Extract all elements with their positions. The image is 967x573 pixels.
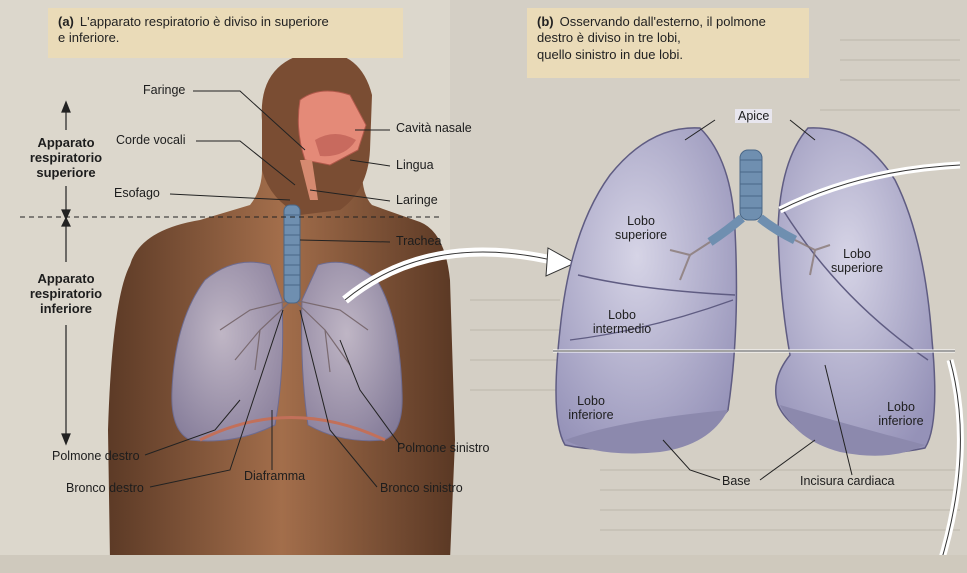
label-faringe: Faringe xyxy=(143,83,185,97)
label-lobo-intermedio: Lobo intermedio xyxy=(584,308,660,337)
panel-b-caption: (b)Osservando dall'esterno, il polmone d… xyxy=(527,8,809,78)
label-trachea: Trachea xyxy=(396,234,441,248)
panel-a-caption: (a)L'apparato respiratorio è diviso in s… xyxy=(48,8,403,58)
panel-a-text: L'apparato respiratorio è diviso in supe… xyxy=(58,14,329,45)
panel-a-tag: (a) xyxy=(58,14,74,29)
label-diaframma: Diaframma xyxy=(244,469,305,483)
label-incisura-cardiaca: Incisura cardiaca xyxy=(800,474,895,488)
label-polmone-destro: Polmone destro xyxy=(52,449,140,463)
label-laringe: Laringe xyxy=(396,193,438,207)
panel-b-text: Osservando dall'esterno, il polmone dest… xyxy=(537,14,766,62)
panel-b-tag: (b) xyxy=(537,14,554,29)
label-bronco-destro: Bronco destro xyxy=(66,481,144,495)
bottom-strip xyxy=(0,555,967,573)
label-apice: Apice xyxy=(735,109,772,123)
label-corde-vocali: Corde vocali xyxy=(116,133,185,147)
label-lingua: Lingua xyxy=(396,158,434,172)
label-cavita-nasale: Cavità nasale xyxy=(396,121,472,135)
label-lobo-inferiore-sx: Lobo inferiore xyxy=(870,400,932,429)
label-lobo-superiore-sx: Lobo superiore xyxy=(822,247,892,276)
label-base: Base xyxy=(722,474,751,488)
label-lobo-inferiore-dx: Lobo inferiore xyxy=(560,394,622,423)
label-apparato-superiore: Apparato respiratorio superiore xyxy=(18,136,114,181)
label-bronco-sinistro: Bronco sinistro xyxy=(380,481,463,495)
label-apparato-inferiore: Apparato respiratorio inferiore xyxy=(18,272,114,317)
label-polmone-sinistro: Polmone sinistro xyxy=(397,441,489,455)
label-lobo-superiore-dx: Lobo superiore xyxy=(606,214,676,243)
label-esofago: Esofago xyxy=(114,186,160,200)
